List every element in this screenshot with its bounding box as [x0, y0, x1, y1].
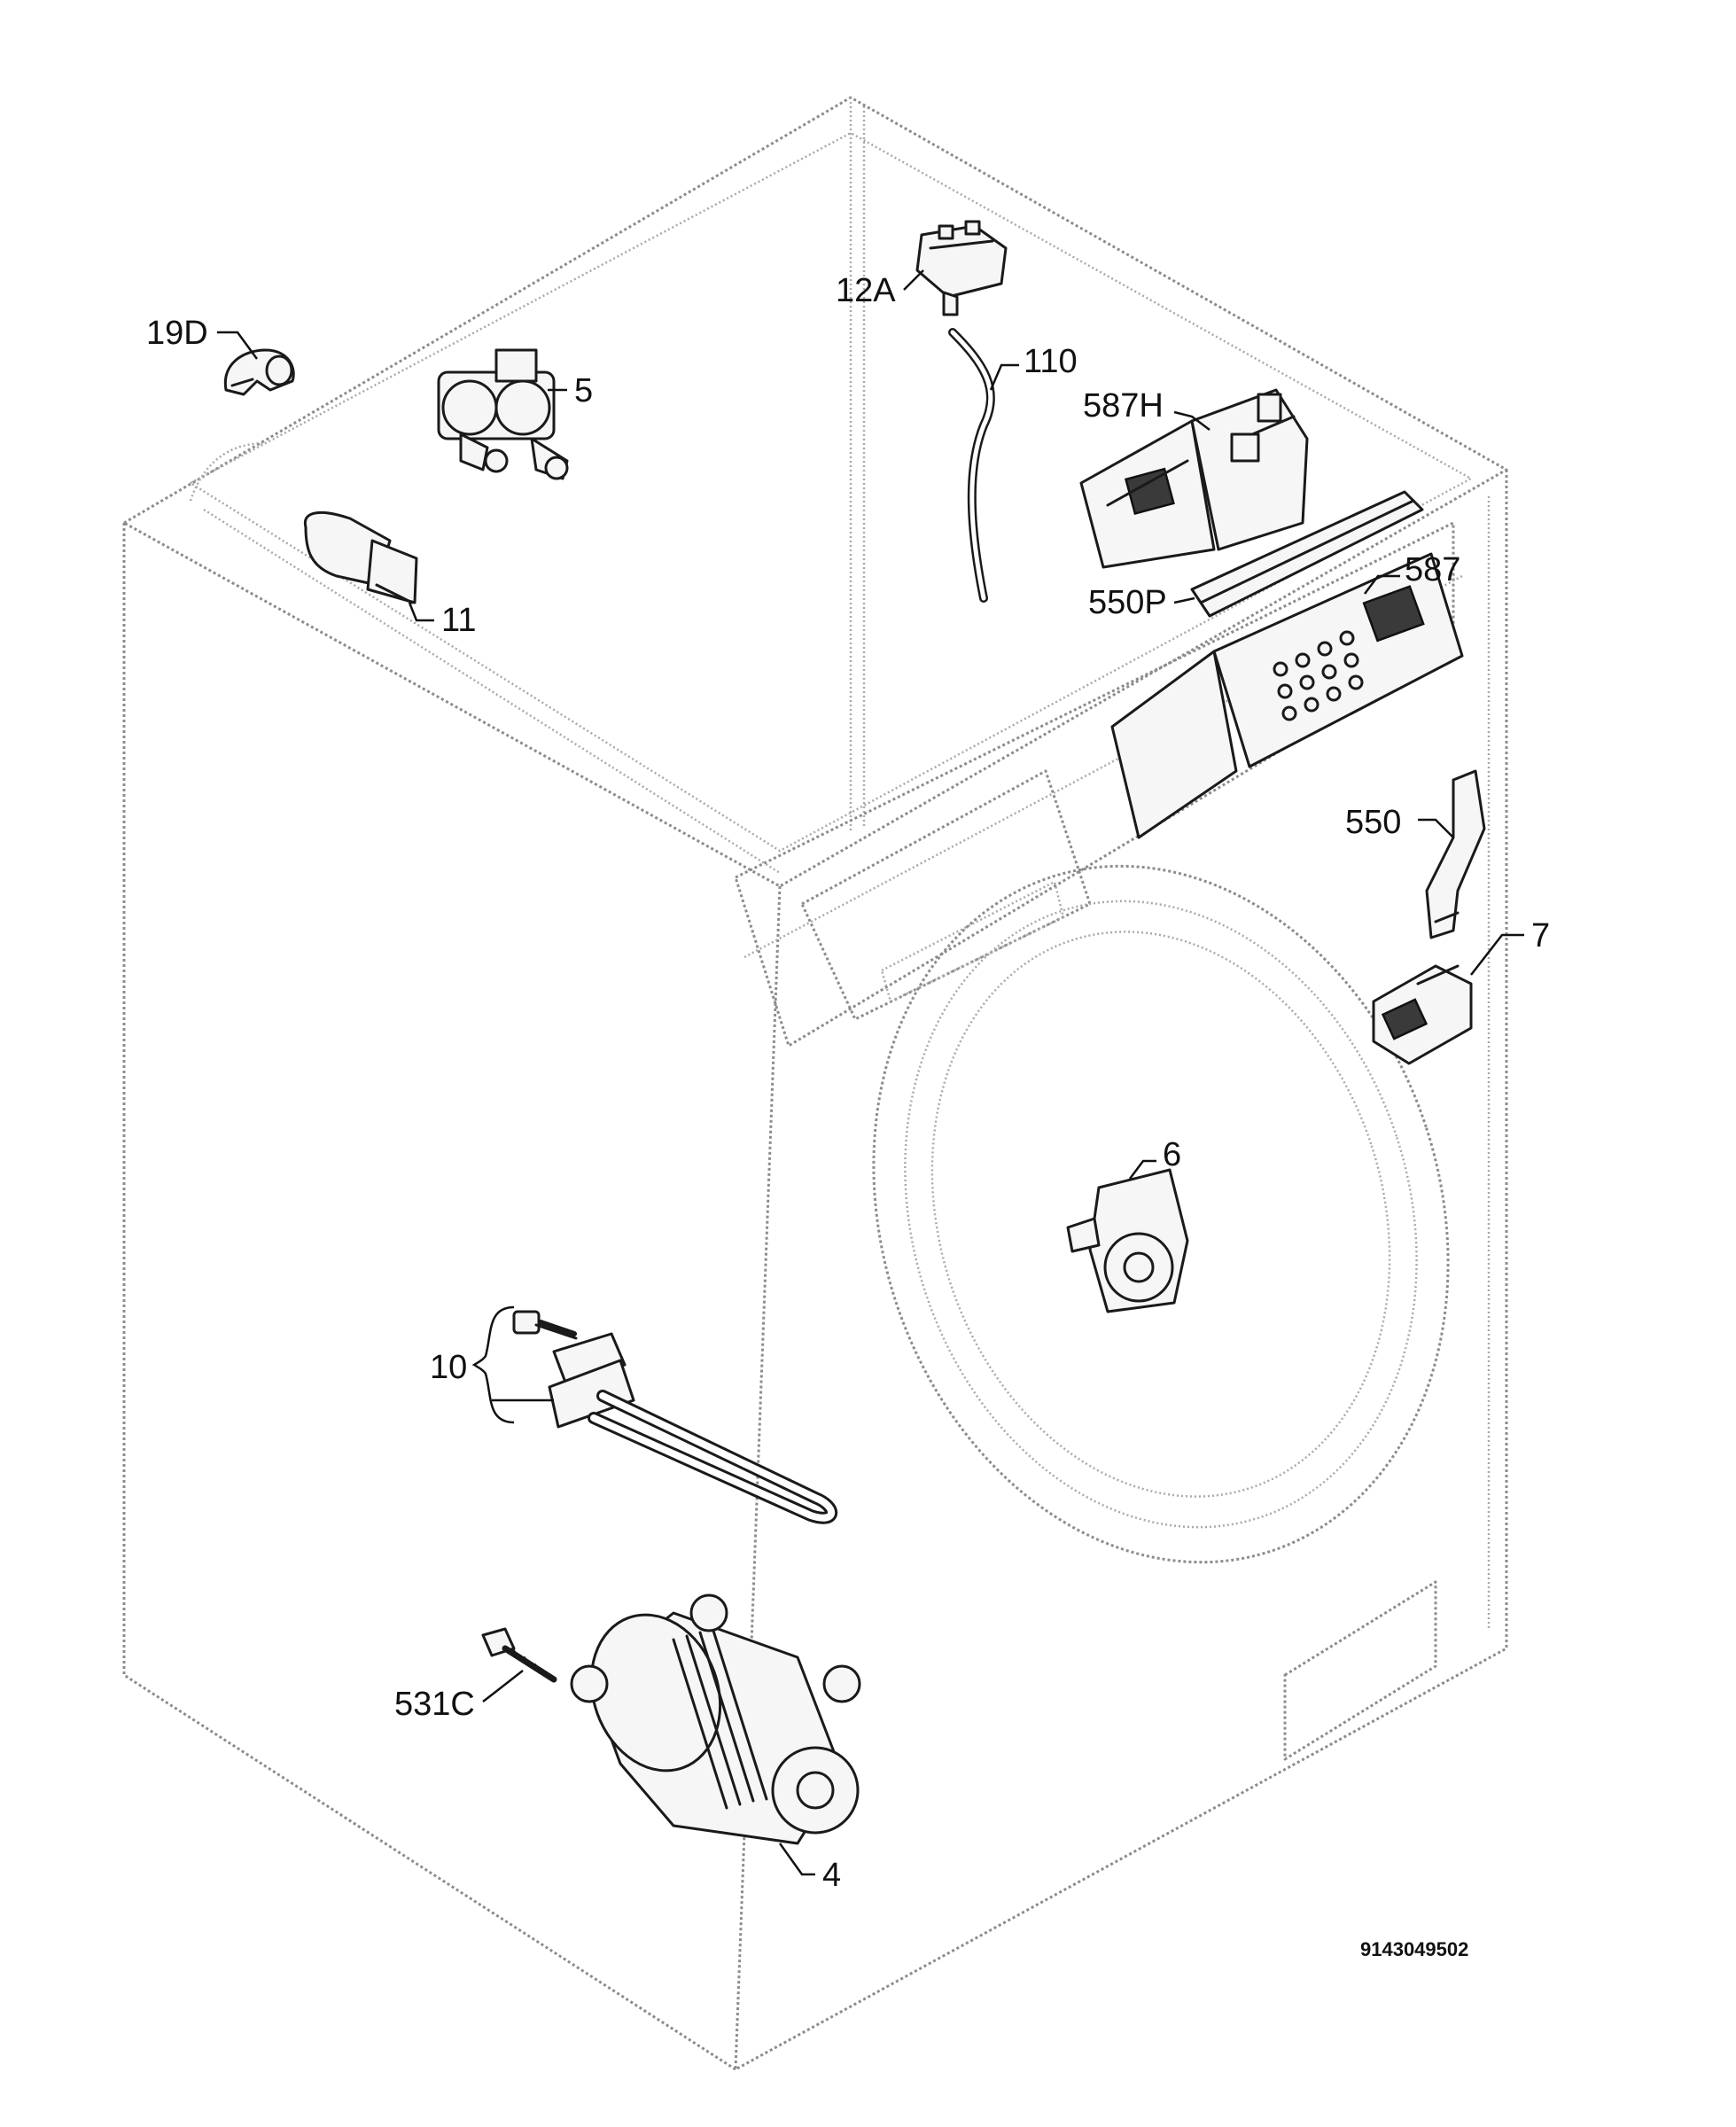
label-6: 6 — [1163, 1136, 1181, 1173]
board-button-grid — [1273, 630, 1364, 721]
part-531C-screw — [481, 1627, 557, 1683]
part-10-heating-element — [512, 1310, 838, 1524]
label-4: 4 — [822, 1857, 841, 1894]
label-10: 10 — [430, 1349, 467, 1386]
label-550: 550 — [1345, 804, 1401, 841]
label-19D: 19D — [146, 315, 208, 352]
part-4-motor — [570, 1593, 861, 1845]
label-12A: 12A — [836, 272, 896, 309]
part-19D-clip — [223, 348, 295, 396]
label-550P: 550P — [1088, 584, 1167, 621]
label-587: 587 — [1405, 551, 1460, 588]
part-550-link-arm — [1425, 769, 1486, 939]
leader-lines — [217, 269, 1524, 1876]
label-531C: 531C — [394, 1686, 475, 1723]
drawing-code: 9143049502 — [1360, 1938, 1468, 1960]
part-587H-board-housing — [1079, 388, 1309, 569]
part-6-drain-pump — [1066, 1168, 1189, 1313]
cabinet-outline — [122, 96, 1508, 2071]
part-11-cylinder — [303, 510, 418, 604]
part-7-door-lock — [1372, 964, 1473, 1065]
label-7: 7 — [1531, 917, 1550, 954]
label-110: 110 — [1024, 343, 1078, 380]
part-110-hose — [948, 328, 995, 603]
part-587-control-board — [1110, 552, 1464, 839]
label-587H: 587H — [1083, 387, 1164, 425]
label-5: 5 — [574, 372, 593, 409]
motor-coil-windings — [672, 1629, 768, 1810]
label-11: 11 — [441, 602, 476, 639]
part-12A-pressure-switch — [915, 220, 1008, 316]
heater-bolt — [512, 1310, 578, 1340]
part-550P-cover-strip — [1190, 490, 1424, 618]
part-labels: 19D 5 11 12A 110 587H 550P 587 550 7 6 1… — [146, 272, 1550, 1960]
part-5-inlet-valve — [437, 348, 569, 480]
